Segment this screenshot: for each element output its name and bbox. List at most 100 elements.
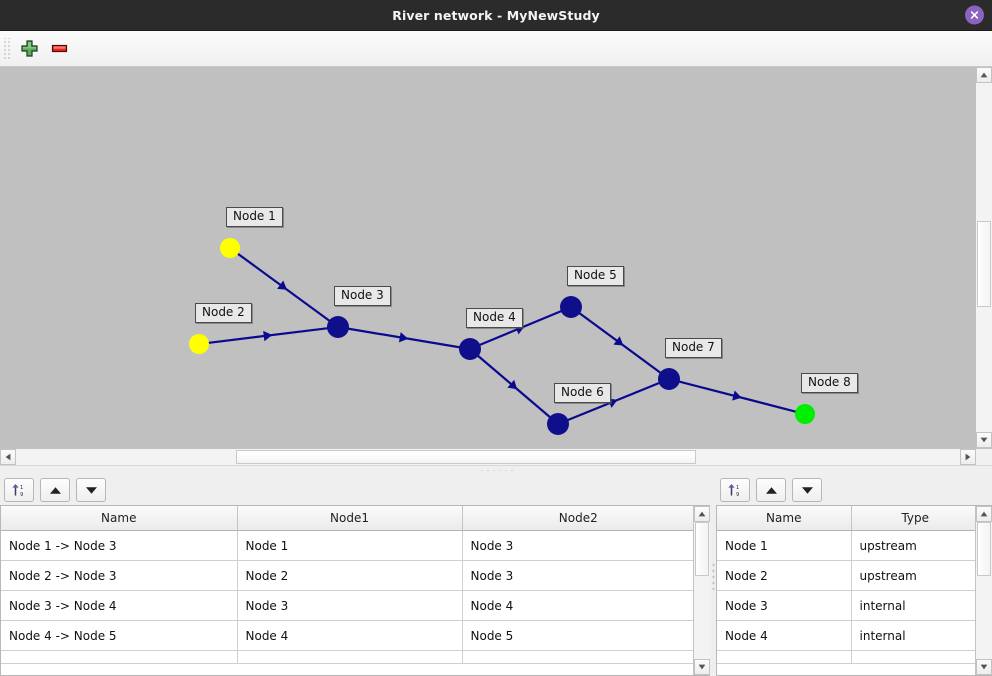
arrow-up-icon[interactable] — [756, 478, 786, 502]
nodes-scroll-down-button[interactable] — [976, 659, 992, 675]
table-cell[interactable]: Node 1 — [717, 530, 852, 561]
table-cell[interactable] — [717, 650, 852, 664]
nodes-vertical-scrollbar[interactable] — [975, 506, 992, 675]
window-title: River network - MyNewStudy — [392, 7, 600, 23]
graph-node[interactable] — [189, 334, 209, 354]
graph-node-label[interactable]: Node 6 — [554, 383, 611, 403]
graph-node[interactable] — [459, 338, 481, 360]
table-cell[interactable]: Node 4 — [717, 620, 852, 651]
canvas-vertical-scrollbar[interactable] — [975, 67, 992, 448]
table-cell[interactable]: Node 5 — [462, 620, 693, 651]
table-cell[interactable]: Node 3 — [237, 590, 463, 621]
table-cell[interactable]: Node 3 -> Node 4 — [1, 590, 238, 621]
table-row[interactable] — [1, 650, 693, 664]
column-header[interactable]: Name — [1, 506, 238, 531]
table-cell[interactable]: Node 4 — [462, 590, 693, 621]
title-bar: River network - MyNewStudy — [0, 0, 992, 31]
table-cell[interactable]: Node 1 — [237, 530, 463, 561]
reaches-vscroll-track[interactable] — [694, 522, 710, 659]
scroll-right-button[interactable] — [960, 449, 976, 465]
table-cell[interactable]: upstream — [851, 530, 975, 561]
remove-minus-icon[interactable] — [44, 35, 74, 63]
reaches-vertical-scrollbar[interactable] — [693, 506, 710, 675]
column-header[interactable]: Node2 — [462, 506, 693, 531]
sort-ascending-icon[interactable]: 1 9 — [4, 478, 34, 502]
reaches-vscroll-thumb[interactable] — [695, 522, 709, 576]
sort-ascending-icon[interactable]: 1 9 — [720, 478, 750, 502]
graph-node[interactable] — [220, 238, 240, 258]
nodes-toolbar: 1 9 — [716, 475, 992, 505]
column-header[interactable]: Type — [851, 506, 975, 531]
scroll-left-button[interactable] — [0, 449, 16, 465]
graph-node[interactable] — [560, 296, 582, 318]
graph-node-label[interactable]: Node 2 — [195, 303, 252, 323]
canvas-vscroll-track[interactable] — [976, 83, 992, 432]
nodes-scroll-up-button[interactable] — [976, 506, 992, 522]
graph-node[interactable] — [795, 404, 815, 424]
scroll-up-button[interactable] — [976, 67, 992, 83]
canvas-horizontal-scrollbar[interactable] — [0, 448, 992, 465]
column-header[interactable]: Name — [717, 506, 852, 531]
table-cell[interactable]: Node 3 — [462, 530, 693, 561]
splitter-grip — [479, 469, 513, 472]
table-cell[interactable] — [462, 650, 693, 664]
add-plus-icon[interactable] — [14, 35, 44, 63]
graph-node-label[interactable]: Node 1 — [226, 207, 283, 227]
arrow-down-icon[interactable] — [76, 478, 106, 502]
graph-node-label[interactable]: Node 4 — [466, 308, 523, 328]
table-cell[interactable]: Node 3 — [462, 560, 693, 591]
table-cell[interactable]: internal — [851, 620, 975, 651]
toolbar-drag-handle[interactable] — [2, 37, 11, 60]
table-cell[interactable]: Node 4 — [237, 620, 463, 651]
table-cell[interactable] — [851, 650, 975, 664]
graph-node[interactable] — [547, 413, 569, 435]
graph-node[interactable] — [327, 316, 349, 338]
table-cell[interactable]: Node 1 -> Node 3 — [1, 530, 238, 561]
arrow-up-icon[interactable] — [40, 478, 70, 502]
arrow-down-icon[interactable] — [792, 478, 822, 502]
table-cell[interactable] — [237, 650, 463, 664]
graph-node-label[interactable]: Node 8 — [801, 373, 858, 393]
close-icon[interactable] — [965, 5, 984, 25]
table-row[interactable] — [717, 650, 975, 664]
canvas-vscroll-thumb[interactable] — [977, 221, 991, 307]
table-cell[interactable]: Node 2 — [717, 560, 852, 591]
horizontal-splitter[interactable] — [710, 475, 716, 676]
canvas-hscroll-track[interactable] — [16, 449, 960, 465]
table-cell[interactable]: Node 4 -> Node 5 — [1, 620, 238, 651]
nodes-vscroll-thumb[interactable] — [977, 522, 991, 576]
vertical-splitter[interactable] — [0, 465, 992, 475]
canvas-hscroll-thumb[interactable] — [236, 450, 696, 464]
reaches-scroll-up-button[interactable] — [694, 506, 710, 522]
table-cell[interactable]: Node 3 — [717, 590, 852, 621]
graph-node-label[interactable]: Node 3 — [334, 286, 391, 306]
graph-node-label[interactable]: Node 5 — [567, 266, 624, 286]
graph-node-label[interactable]: Node 7 — [665, 338, 722, 358]
graph-edge-arrow — [277, 280, 288, 290]
scroll-down-button[interactable] — [976, 432, 992, 448]
graph-node[interactable] — [658, 368, 680, 390]
table-cell[interactable] — [1, 650, 238, 664]
table-cell[interactable]: internal — [851, 590, 975, 621]
nodes-vscroll-track[interactable] — [976, 522, 992, 659]
reaches-scroll-down-button[interactable] — [694, 659, 710, 675]
column-header[interactable]: Node1 — [237, 506, 463, 531]
table-cell[interactable]: Node 2 — [237, 560, 463, 591]
river-network-graph[interactable]: Node 1 Node 2 Node 3 Node 4 Node 5 Node 6 Node… — [0, 67, 975, 448]
table-cell[interactable]: upstream — [851, 560, 975, 591]
table-cell[interactable]: Node 2 -> Node 3 — [1, 560, 238, 591]
